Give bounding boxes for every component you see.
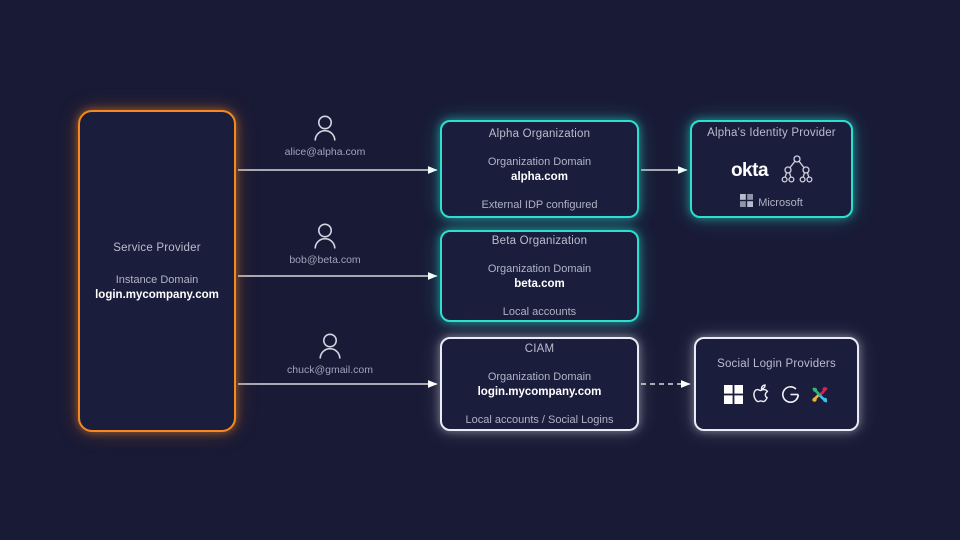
- slack-logo[interactable]: [810, 385, 830, 410]
- microsoft-logo: [740, 193, 754, 212]
- social-providers-title: Social Login Providers: [717, 358, 836, 370]
- org-auth-note: Local accounts: [502, 305, 577, 318]
- org-domain-value: login.mycompany.com: [477, 385, 602, 398]
- social-providers-logo-row: [723, 384, 830, 410]
- user-icon: [317, 332, 343, 360]
- org-domain-label: Organization Domain: [487, 370, 592, 383]
- org-title: Beta Organization: [491, 234, 588, 247]
- service-provider-node[interactable]: Service Provider Instance Domain login.m…: [78, 110, 236, 432]
- okta-logo: okta: [730, 160, 769, 181]
- ldap-directory-tree-icon: [781, 154, 813, 188]
- org-auth-note: External IDP configured: [481, 198, 598, 211]
- service-provider-title: Service Provider: [113, 241, 201, 254]
- microsoft-windows-logo[interactable]: [723, 385, 743, 409]
- apple-logo[interactable]: [752, 384, 771, 410]
- org-title: CIAM: [524, 342, 555, 355]
- google-logo[interactable]: [781, 385, 800, 409]
- org-domain-value: beta.com: [514, 277, 565, 290]
- org-title: Alpha Organization: [488, 127, 591, 140]
- identity-provider-title: Alpha's Identity Provider: [707, 126, 836, 139]
- user-chuck: chuck@gmail.com: [255, 332, 405, 376]
- alpha-organization-node[interactable]: Alpha Organization Organization Domain a…: [440, 120, 639, 218]
- ciam-node[interactable]: CIAM Organization Domain login.mycompany…: [440, 337, 639, 431]
- user-icon: [312, 222, 338, 250]
- alpha-identity-provider-node[interactable]: Alpha's Identity Provider okta: [690, 120, 853, 218]
- microsoft-logo-row: Microsoft: [740, 193, 803, 212]
- org-domain-label: Organization Domain: [487, 262, 592, 275]
- identity-provider-logo-row: okta: [730, 154, 813, 188]
- user-icon: [312, 114, 338, 142]
- service-provider-domain-label: Instance Domain: [115, 273, 199, 286]
- user-email: chuck@gmail.com: [287, 364, 373, 376]
- social-login-providers-node[interactable]: Social Login Providers: [694, 337, 859, 431]
- service-provider-domain-value: login.mycompany.com: [95, 288, 219, 301]
- beta-organization-node[interactable]: Beta Organization Organization Domain be…: [440, 230, 639, 322]
- user-alice: alice@alpha.com: [250, 114, 400, 158]
- user-email: bob@beta.com: [289, 254, 361, 266]
- user-email: alice@alpha.com: [284, 146, 366, 158]
- user-bob: bob@beta.com: [250, 222, 400, 266]
- org-auth-note: Local accounts / Social Logins: [465, 413, 614, 426]
- org-domain-label: Organization Domain: [487, 155, 592, 168]
- org-domain-value: alpha.com: [511, 170, 568, 183]
- microsoft-label: Microsoft: [758, 196, 803, 209]
